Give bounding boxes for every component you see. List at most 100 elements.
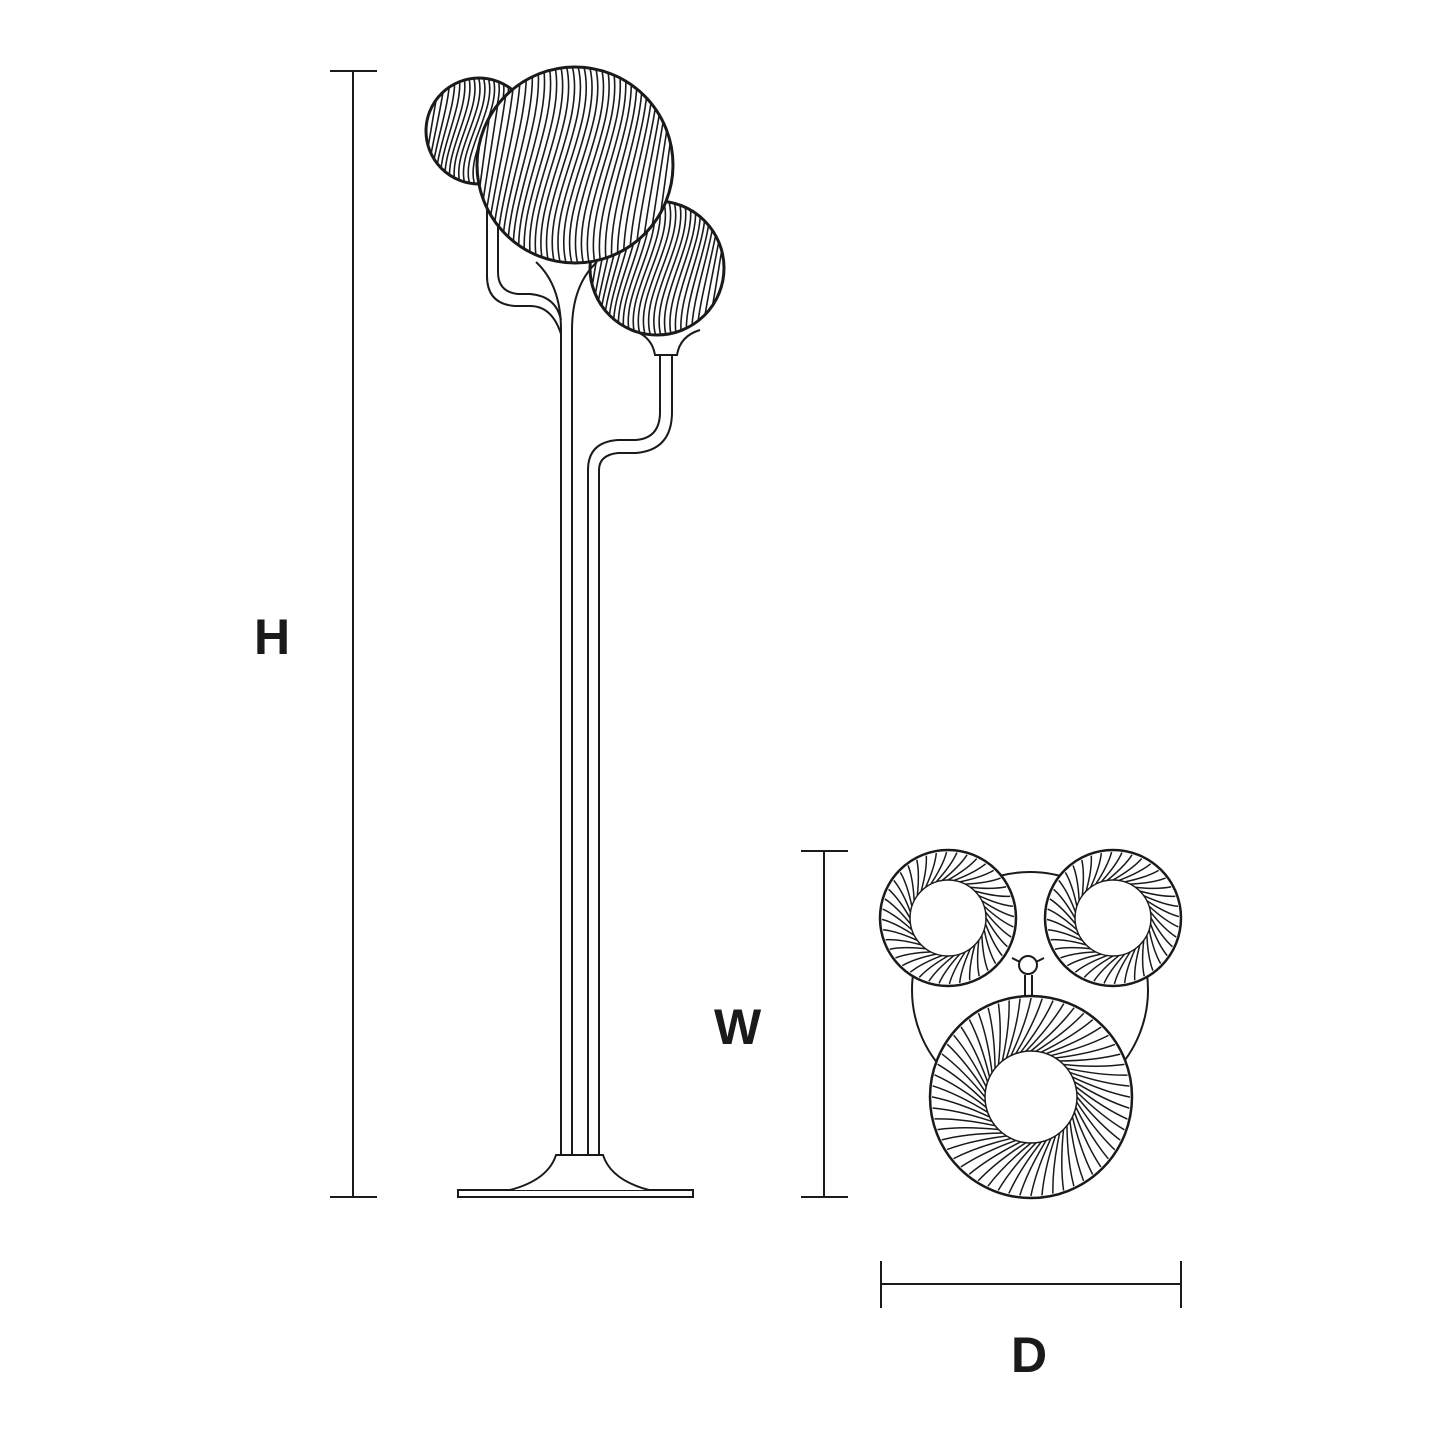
hub-connector — [1011, 955, 1045, 995]
shade-rib — [1046, 918, 1080, 936]
shade-rib — [1113, 951, 1131, 985]
shade-rib — [918, 955, 949, 978]
shade-rib — [981, 935, 989, 971]
shade-rib — [1059, 1053, 1121, 1062]
shade-rib — [974, 890, 1011, 898]
shade-rib — [1095, 851, 1113, 885]
shade-rib — [453, 78, 476, 184]
shade-rib — [1054, 946, 1091, 950]
shade-rib — [1100, 852, 1123, 883]
shade-rib — [1083, 955, 1114, 978]
shade-rib — [960, 1139, 1017, 1168]
shade-rib — [1069, 1071, 1130, 1087]
shade-rib — [1041, 1135, 1057, 1196]
shade-rib — [937, 1063, 986, 1103]
depth-label: D — [1011, 1327, 1048, 1383]
shade-rib — [928, 954, 955, 982]
top-right-globe — [1043, 848, 1183, 988]
shade-rib — [946, 1135, 1007, 1151]
shade-rib — [1052, 1132, 1061, 1194]
shade-rib — [968, 1141, 1022, 1175]
shade-rib — [984, 911, 1012, 938]
shade-rib — [551, 67, 588, 263]
shade-rib — [901, 953, 937, 967]
shade-rib — [909, 954, 943, 973]
shade-rib — [1133, 944, 1141, 981]
shade-rib — [658, 201, 687, 335]
shade-rib — [467, 78, 491, 184]
shade-rib — [977, 1142, 1027, 1182]
shade-rib — [1001, 1000, 1010, 1062]
shade-rib — [653, 201, 682, 335]
shade-rib — [1050, 938, 1087, 946]
shade-rib — [1076, 1101, 1116, 1151]
shade-rib — [882, 908, 913, 931]
shade-rib — [1050, 1034, 1109, 1057]
shade-rib — [916, 859, 920, 896]
shade-rib — [1093, 954, 1120, 982]
shade-rib — [931, 1096, 990, 1118]
shade-rib — [1020, 1000, 1054, 1053]
shade-rib — [1076, 1096, 1121, 1141]
shade-rib — [1139, 890, 1176, 898]
shade-rib — [1030, 1007, 1075, 1052]
shade-rib — [941, 1053, 986, 1098]
shade-rib — [1076, 1091, 1125, 1131]
shade-rib — [884, 898, 912, 925]
shade-rib — [1143, 894, 1179, 908]
globe-outline — [878, 848, 1018, 988]
shade-rib — [985, 917, 1008, 948]
shade-rib — [580, 67, 616, 263]
shade-rib — [1019, 1140, 1047, 1196]
shade-rib — [932, 1085, 988, 1113]
shade-rib — [426, 78, 441, 184]
shade-rib — [1055, 1043, 1116, 1059]
shade-rib — [1005, 998, 1021, 1059]
shade-rib — [540, 67, 576, 263]
shade-rib — [882, 928, 918, 942]
width-label: W — [714, 999, 762, 1055]
depth-dimension-line — [880, 1261, 1182, 1308]
shade-rib — [1063, 1063, 1125, 1067]
shade-rib — [557, 67, 593, 263]
lamp-top-view — [878, 848, 1183, 1200]
shade-rib — [1124, 869, 1160, 883]
shade-rib — [545, 67, 582, 263]
shade-rib — [1064, 871, 1078, 907]
shade-rib — [1074, 954, 1108, 973]
shade-rib — [920, 855, 928, 892]
shade-rib — [1148, 929, 1162, 965]
shade-rib — [1072, 1076, 1131, 1098]
shade-rib — [586, 67, 621, 263]
shade-rib — [895, 951, 931, 959]
shade-rib — [1069, 1121, 1085, 1182]
shade-rib — [981, 900, 1015, 918]
shade-rib — [1047, 928, 1083, 942]
shade-rib — [592, 67, 627, 263]
shade-rib — [983, 905, 1014, 928]
shade-rib — [1112, 858, 1143, 881]
shade-rib — [1149, 911, 1177, 938]
shade-rib — [968, 1019, 991, 1078]
lamp-base — [457, 1154, 694, 1198]
shade-rib — [1035, 1012, 1085, 1052]
top-bottom-globe — [928, 994, 1134, 1200]
shade-rib — [997, 1142, 1037, 1191]
lamp-stem — [486, 210, 701, 1155]
shade-rib — [1025, 1003, 1065, 1052]
shade-rib — [1073, 1111, 1102, 1168]
shade-rib — [517, 67, 552, 263]
shade-rib — [1130, 877, 1166, 885]
shade-rib — [888, 888, 911, 919]
shade-rib — [935, 852, 958, 883]
shade-rib — [562, 67, 599, 263]
shade-rib — [1066, 1067, 1128, 1076]
shade-rib — [1053, 888, 1076, 919]
shade-rib — [941, 1132, 1003, 1141]
shade-rib — [1061, 1129, 1065, 1191]
shade-rib — [598, 67, 633, 263]
shade-rib — [1141, 940, 1145, 977]
shade-rib — [941, 854, 968, 882]
height-dimension-line — [330, 70, 377, 1198]
